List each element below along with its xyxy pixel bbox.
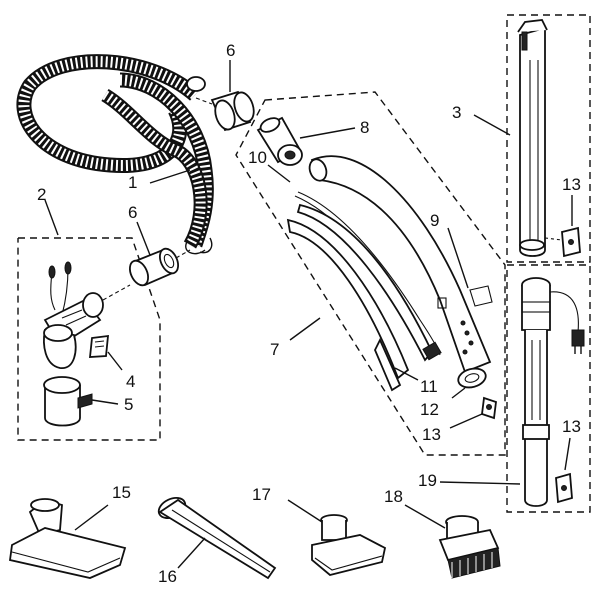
wand-halves-part-7 <box>286 203 442 392</box>
leader-lines <box>44 60 321 341</box>
group-box-3-upper-wand <box>506 14 591 263</box>
callout-1: 1 <box>128 173 137 192</box>
callout-7: 7 <box>270 340 279 359</box>
group-box-19-lower-wand <box>506 264 591 513</box>
callout-13-middle: 13 <box>422 425 441 444</box>
callout-18: 18 <box>384 487 403 506</box>
clip-part-13-upper <box>544 195 581 258</box>
group-box-7-wand-assembly <box>235 91 506 456</box>
upper-wand-part-3 <box>473 19 548 257</box>
crevice-tool-part-16 <box>157 497 277 580</box>
callout-15: 15 <box>112 483 131 502</box>
latch-part-12 <box>451 367 487 399</box>
swivel-body-part-5 <box>43 376 119 427</box>
callout-5: 5 <box>124 395 133 414</box>
retainer-plate-part-4 <box>88 334 123 371</box>
callout-13-lower: 13 <box>562 417 581 436</box>
swivel-assembly-part-2 <box>43 261 131 369</box>
callout-19: 19 <box>418 471 437 490</box>
callout-8: 8 <box>360 118 369 137</box>
lower-wand-part-19 <box>439 277 585 507</box>
wand-coupling-part-8 <box>256 116 356 166</box>
callout-labels: 1 2 3 4 5 6 6 7 8 9 10 11 12 13 13 13 15… <box>37 41 581 586</box>
callout-13-upper: 13 <box>562 175 581 194</box>
callout-11: 11 <box>420 377 438 396</box>
group-box-2-swivel-assembly <box>17 237 161 441</box>
callout-16: 16 <box>158 567 177 586</box>
hose-coil-part-1 <box>16 54 214 255</box>
hose-cuff-part-6-lower <box>129 247 191 287</box>
callout-6-upper: 6 <box>226 41 235 60</box>
floor-tool-part-15 <box>8 498 127 579</box>
callout-9: 9 <box>430 211 439 230</box>
dusting-brush-part-18 <box>404 504 501 579</box>
clip-part-13-lower <box>555 437 573 504</box>
callout-2: 2 <box>37 185 46 204</box>
callout-17: 17 <box>252 485 271 504</box>
callout-4: 4 <box>126 372 135 391</box>
callout-3: 3 <box>452 103 461 122</box>
callout-12: 12 <box>420 400 439 419</box>
callout-6-lower: 6 <box>128 203 137 222</box>
clip-part-13-middle <box>449 396 497 429</box>
callout-10: 10 <box>248 148 267 167</box>
upholstery-tool-part-17 <box>287 499 387 576</box>
hose-cuff-part-6-upper <box>195 90 255 132</box>
curved-wand-part-9 <box>308 155 493 374</box>
